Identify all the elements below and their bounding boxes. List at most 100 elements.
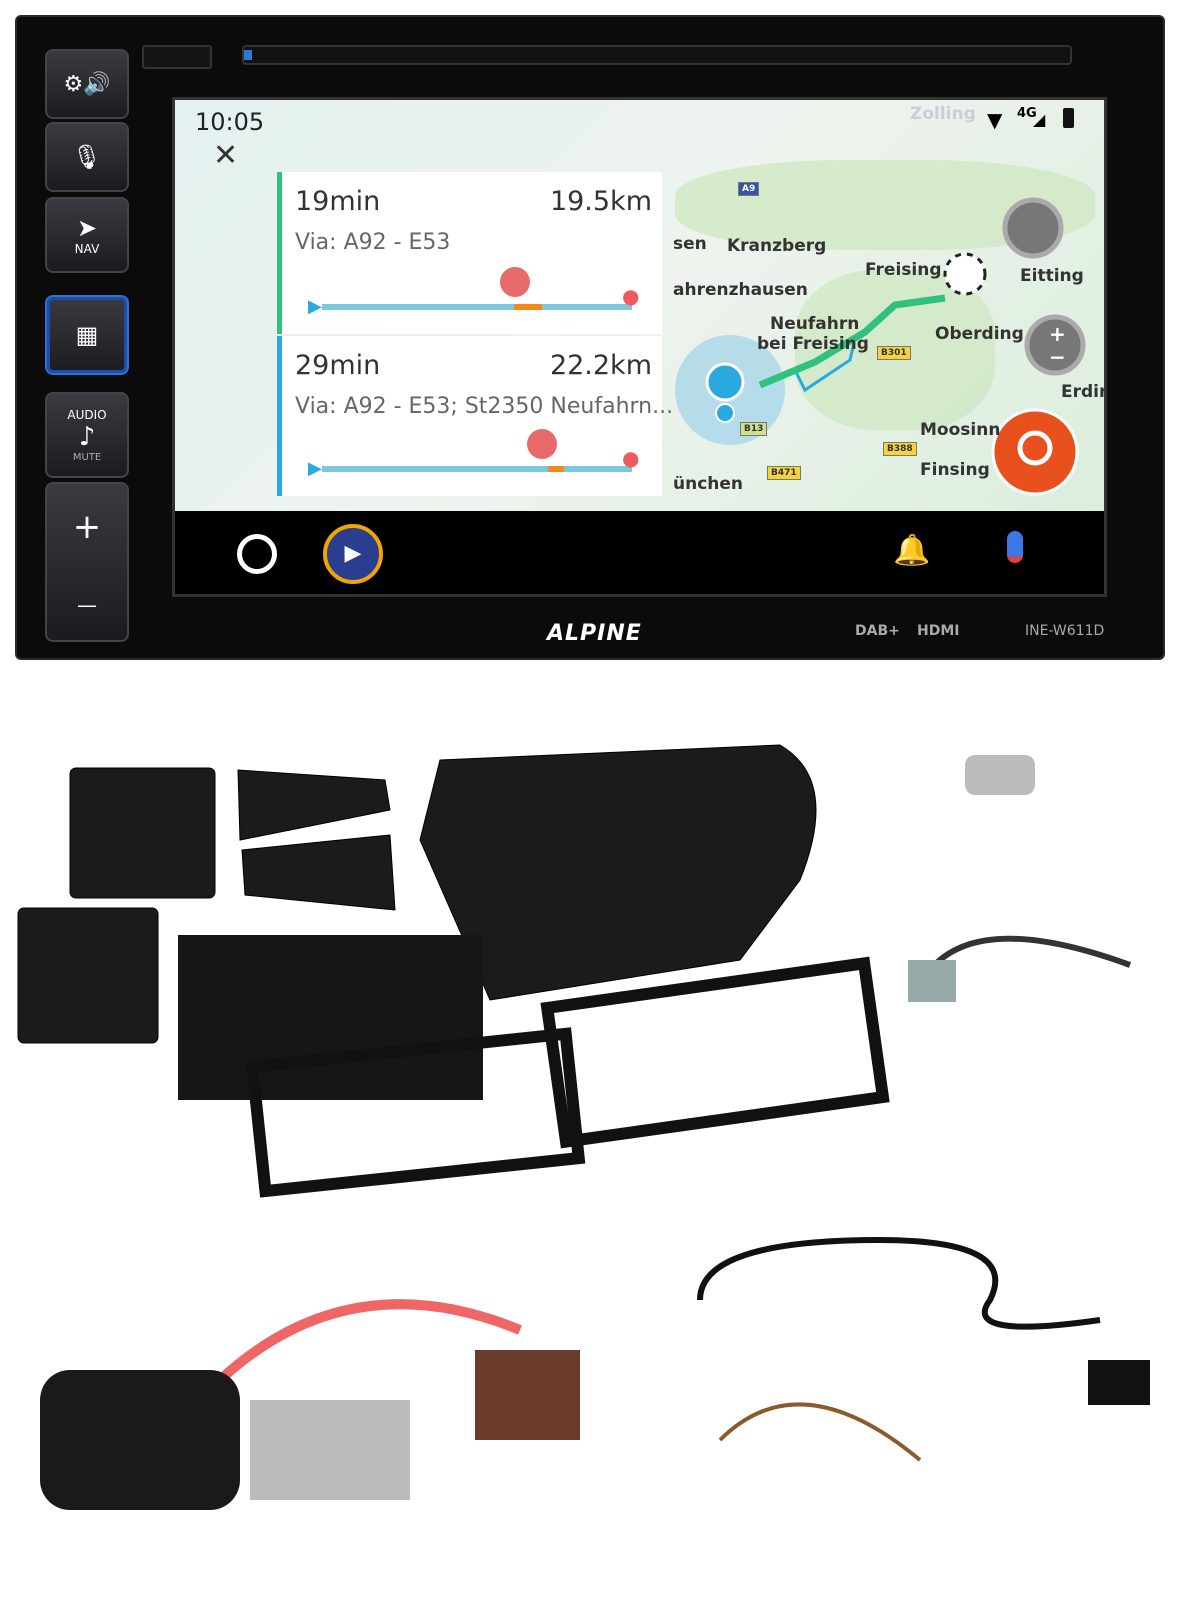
destination-pin-icon: ● xyxy=(622,284,640,308)
road-badge: B301 xyxy=(877,346,911,360)
home-button[interactable] xyxy=(237,534,277,574)
iso-connector xyxy=(250,1400,410,1500)
audio-label: AUDIO xyxy=(67,407,107,422)
steering-wheel-interface xyxy=(40,1370,240,1510)
map-label: bei Freising xyxy=(757,334,869,354)
frame-insert xyxy=(540,956,890,1149)
mic-icon: 🎙 xyxy=(71,143,103,171)
route-time: 29min xyxy=(295,350,381,381)
head-unit: ⚙🔊 🎙 ➤NAV ▦ AUDIO♪MUTE +— 10:05 ✕ Zollin… xyxy=(15,15,1165,660)
nav-button[interactable]: ➤NAV xyxy=(45,197,129,273)
installation-kit xyxy=(17,744,1150,1510)
settings-volume-icon: ⚙🔊 xyxy=(63,71,111,97)
volume-down[interactable]: — xyxy=(77,593,97,617)
settings-volume-button[interactable]: ⚙🔊 xyxy=(45,49,129,119)
eject-button[interactable] xyxy=(142,45,212,69)
traffic-jam-icon xyxy=(500,267,530,297)
waze-pin-icon xyxy=(1017,430,1053,466)
volume-up[interactable]: + xyxy=(72,507,102,547)
map-label: Kranzberg xyxy=(727,236,827,256)
route-time: 19min xyxy=(295,186,381,217)
audio-button[interactable]: AUDIO♪MUTE xyxy=(45,392,129,478)
waze-report-button[interactable] xyxy=(991,408,1079,496)
pocket-tray xyxy=(178,935,483,1100)
route-via: Via: A92 - E53; St2350 Neufahrn... xyxy=(295,394,674,419)
status-led xyxy=(244,50,252,60)
start-icon: ▶ xyxy=(308,458,322,479)
route-path xyxy=(758,294,946,389)
hdmi-badge: HDMI xyxy=(917,623,960,639)
route-option[interactable]: 19min 19.5km Via: A92 - E53 ▶ ● xyxy=(277,172,662,334)
nav-icon: ➤ xyxy=(76,214,98,242)
brand-logo: ALPINE xyxy=(547,621,642,646)
destination-pin-icon: ● xyxy=(622,446,640,470)
network-indicator: 4G xyxy=(1017,106,1037,121)
road-badge: B13 xyxy=(740,422,768,436)
traffic-segment xyxy=(514,304,543,310)
clock: 10:05 xyxy=(195,108,265,136)
zoom-out[interactable]: − xyxy=(1049,345,1066,369)
voice-button[interactable]: 🎙 xyxy=(45,122,129,192)
model-label: INE-W611D xyxy=(1025,623,1105,639)
traffic-segment xyxy=(548,466,565,472)
map-label: Freising xyxy=(865,260,942,280)
frame-insert xyxy=(245,1027,586,1198)
map-label: Oberding xyxy=(935,324,1024,344)
map-label: Erdin xyxy=(1061,382,1104,402)
map-label: sen xyxy=(673,234,707,254)
route-option[interactable]: 29min 22.2km Via: A92 - E53; St2350 Neuf… xyxy=(277,336,673,496)
road-badge: B471 xyxy=(767,466,801,480)
compass-button[interactable] xyxy=(1002,197,1064,259)
route-overlay xyxy=(675,197,1086,496)
map-label: Finsing xyxy=(920,460,990,480)
zoom-button[interactable] xyxy=(1024,314,1086,376)
ground-cable xyxy=(718,1402,922,1462)
signal-icon: ◢ xyxy=(1033,110,1046,129)
mounting-bracket xyxy=(17,907,159,1044)
map-label: Moosinn xyxy=(920,420,1001,440)
music-note-icon: ♪ xyxy=(78,421,96,452)
map-view[interactable]: 10:05 ✕ Zolling ▼ 4G ◢ Kranzberg Freisin… xyxy=(175,100,1104,511)
disc-slot xyxy=(242,45,1072,65)
mounting-bracket xyxy=(69,767,216,899)
battery-icon xyxy=(1063,108,1074,128)
fascia-panel xyxy=(419,744,817,1001)
dab-badge: DAB+ xyxy=(855,623,900,639)
antenna-plug xyxy=(908,960,956,1002)
start-icon: ▶ xyxy=(308,296,322,317)
traffic-jam-icon xyxy=(527,429,557,459)
route-distance: 22.2km xyxy=(549,350,652,381)
route-progress-bar xyxy=(322,466,632,472)
media-app-button[interactable]: ▶ xyxy=(323,524,383,584)
road-badge: A9 xyxy=(738,182,760,196)
side-bracket xyxy=(237,769,396,911)
wiring-harness xyxy=(216,1299,522,1384)
map-label: Neufahrn xyxy=(770,314,860,334)
map-label: ünchen xyxy=(673,474,744,494)
zoom-in[interactable]: + xyxy=(1049,322,1066,346)
wifi-icon: ▼ xyxy=(987,108,1003,132)
map-label: Eitting xyxy=(1020,266,1084,286)
touchscreen: 10:05 ✕ Zolling ▼ 4G ◢ Kranzberg Freisin… xyxy=(172,97,1107,597)
apps-grid-icon: ▦ xyxy=(75,321,99,349)
mute-label: MUTE xyxy=(72,451,102,463)
apps-button[interactable]: ▦ xyxy=(45,295,129,375)
current-location-icon xyxy=(705,362,745,402)
aux-cable xyxy=(697,1236,1101,1330)
antenna-adapter xyxy=(965,755,1035,795)
antenna-cable xyxy=(927,935,1132,972)
notification-bell-icon[interactable]: 🔔 xyxy=(893,533,931,568)
nav-label: NAV xyxy=(74,242,100,256)
iso-connector xyxy=(475,1350,580,1440)
voice-assistant-mic-icon[interactable] xyxy=(1007,531,1023,563)
route-distance: 19.5km xyxy=(549,186,652,217)
map-label: ahrenzhausen xyxy=(673,280,808,300)
map-label: Zolling xyxy=(910,104,976,124)
road-badge: B388 xyxy=(883,442,917,456)
route-via: Via: A92 - E53 xyxy=(295,230,451,255)
android-auto-bar: ▶ 🔔 xyxy=(175,511,1104,594)
route-progress-bar xyxy=(322,304,632,310)
close-icon[interactable]: ✕ xyxy=(213,138,239,173)
volume-rocker[interactable]: +— xyxy=(45,482,129,642)
origin-dot xyxy=(715,403,735,423)
